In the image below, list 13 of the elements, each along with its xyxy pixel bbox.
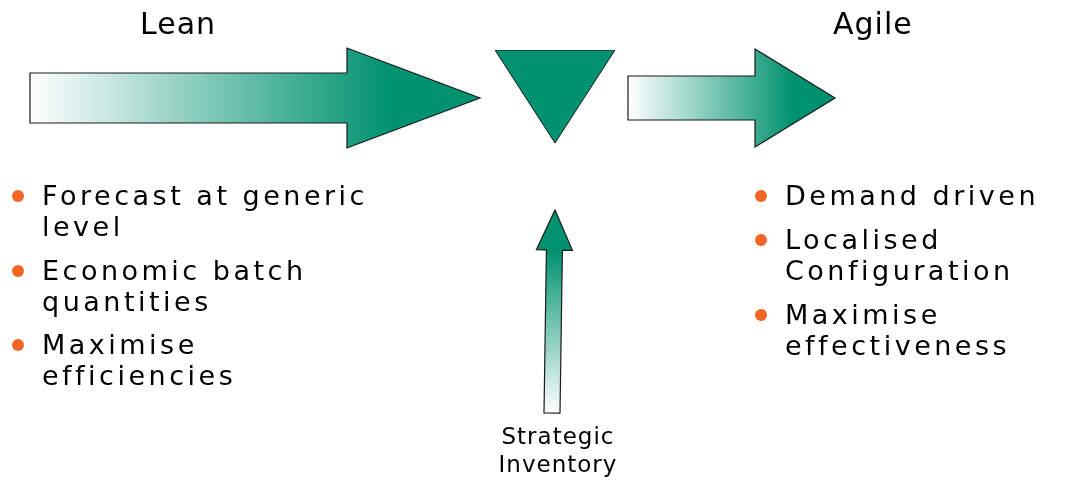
list-item-text: Economic batch quantities xyxy=(42,255,308,317)
block-arrow xyxy=(627,47,837,149)
list-item-text: Demand driven xyxy=(785,180,1041,211)
decoupling-triangle xyxy=(495,50,615,143)
list-item-text: Maximise effectiveness xyxy=(785,299,1012,361)
column-heading: Lean xyxy=(140,6,217,41)
node-label: Strategic Inventory xyxy=(468,422,648,480)
column-heading: Agile xyxy=(833,6,913,41)
list-item-text: Localised Configuration xyxy=(785,224,1015,286)
block-arrow xyxy=(29,47,482,149)
list-item-text: Forecast at generic level xyxy=(42,180,369,242)
block-arrow xyxy=(535,208,574,414)
list-item-text: Maximise efficiencies xyxy=(42,329,238,391)
